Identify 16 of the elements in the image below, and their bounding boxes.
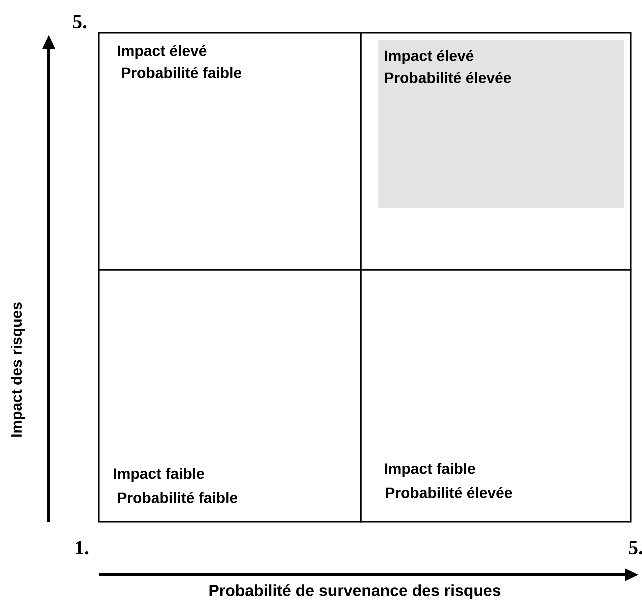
quadrant-box bbox=[360, 32, 632, 271]
quadrant-label: Impact faible bbox=[114, 468, 204, 482]
axis-title: Impact des risques bbox=[11, 302, 25, 437]
quadrant-label: Impact élevé bbox=[385, 50, 474, 64]
quadrant-label: Impact élevé bbox=[118, 45, 207, 60]
quadrant-label: Impact faible bbox=[385, 463, 476, 478]
quadrant-label: Probabilité faible bbox=[118, 492, 238, 504]
quadrant-box bbox=[360, 269, 632, 523]
quadrant-box bbox=[98, 32, 362, 271]
axis-tick-label: 1. bbox=[76, 541, 89, 555]
axis-tick-label: 5. bbox=[73, 15, 87, 29]
axis-title: Probabilité de survenance des risques bbox=[210, 584, 501, 600]
quadrant-label: Probabilité élevée bbox=[385, 72, 512, 84]
quadrant-label: Probabilité élevée bbox=[386, 487, 512, 498]
quadrant-label: Probabilité faible bbox=[122, 67, 242, 78]
quadrant-box bbox=[98, 269, 362, 523]
